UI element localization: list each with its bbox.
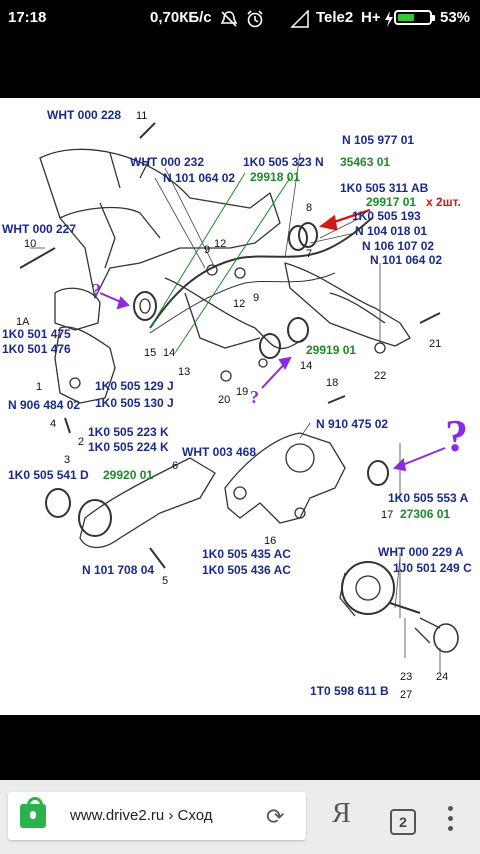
label-23: 23 xyxy=(400,671,413,683)
label-n910475: N 910 475 02 xyxy=(316,417,389,431)
label-n101064-b: N 101 064 02 xyxy=(370,253,443,267)
charging-icon xyxy=(385,11,393,27)
label-17: 17 xyxy=(381,509,394,521)
label-24: 24 xyxy=(436,671,449,683)
label-6: 6 xyxy=(172,460,179,472)
label-4: 4 xyxy=(50,418,57,430)
label-29918: 29918 01 xyxy=(250,170,301,184)
label-14-b: 14 xyxy=(300,360,313,372)
label-wht000229: WHT 000 229 A xyxy=(378,545,464,559)
question-mark-middle: ? xyxy=(250,387,259,407)
label-27306: 27306 01 xyxy=(400,507,451,521)
suspension-drawing xyxy=(19,122,459,673)
battery-fill xyxy=(398,14,414,21)
label-9: 9 xyxy=(204,244,211,256)
label-12-b: 12 xyxy=(233,298,246,310)
label-9-b: 9 xyxy=(253,292,260,304)
label-n906484: N 906 484 02 xyxy=(8,398,81,412)
question-mark-left: ? xyxy=(92,280,101,300)
label-22: 22 xyxy=(374,370,387,382)
status-time: 17:18 xyxy=(8,9,47,26)
overflow-menu-icon[interactable] xyxy=(448,806,454,836)
label-n104018: N 104 018 01 xyxy=(355,224,428,238)
label-18: 18 xyxy=(326,377,339,389)
label-1t0598611: 1T0 598 611 B xyxy=(310,684,389,698)
label-n101064-a: N 101 064 02 xyxy=(163,171,236,185)
label-1k0505223: 1K0 505 223 K xyxy=(88,425,169,439)
label-20: 20 xyxy=(218,394,231,406)
label-27: 27 xyxy=(400,689,413,701)
label-11: 11 xyxy=(136,110,148,122)
label-35463: 35463 01 xyxy=(340,155,391,169)
label-5: 5 xyxy=(162,575,169,587)
label-1k0501475: 1K0 501 475 xyxy=(2,327,71,341)
label-wht000232: WHT 000 232 xyxy=(130,155,205,169)
label-13: 13 xyxy=(178,366,191,378)
label-1k0505541: 1K0 505 541 D xyxy=(8,468,89,482)
alarm-off-icon xyxy=(220,11,238,27)
label-14-a: 14 xyxy=(163,347,176,359)
label-12-a: 12 xyxy=(214,238,227,250)
label-1k0505193: 1K0 505 193 xyxy=(352,209,421,223)
label-wht003468: WHT 003 468 xyxy=(182,445,257,459)
address-bar[interactable]: www.drive2.ru › Сход ⟳ xyxy=(8,792,306,840)
yandex-button[interactable]: Я xyxy=(332,798,351,829)
status-carrier: Tele2 xyxy=(316,9,354,26)
label-29920: 29920 01 xyxy=(103,468,154,482)
label-1k0505130: 1K0 505 130 J xyxy=(95,396,174,410)
label-1j0501249: 1J0 501 249 C xyxy=(393,561,472,575)
label-2: 2 xyxy=(78,436,85,448)
status-battery-percent: 53% xyxy=(440,9,471,26)
browser-toolbar: www.drive2.ru › Сход ⟳ Я 2 xyxy=(0,780,480,854)
reload-icon[interactable]: ⟳ xyxy=(266,804,285,829)
tabs-button[interactable]: 2 xyxy=(390,809,416,835)
status-net-speed: 0,70КБ/с xyxy=(150,9,212,26)
label-1k0501476: 1K0 501 476 xyxy=(2,342,71,356)
label-19: 19 xyxy=(236,386,249,398)
label-1k0505311: 1K0 505 311 AB xyxy=(340,181,429,195)
label-29919: 29919 01 xyxy=(306,343,357,357)
label-wht000227: WHT 000 227 xyxy=(2,222,77,236)
label-quantity-note: x 2шт. xyxy=(426,195,461,209)
label-1k0505435: 1K0 505 435 AC xyxy=(202,547,291,561)
question-mark-right: ? xyxy=(445,410,468,461)
label-8: 8 xyxy=(306,202,313,214)
label-wht000228: WHT 000 228 xyxy=(47,108,122,122)
label-n106107: N 106 107 02 xyxy=(362,239,435,253)
label-7: 7 xyxy=(306,248,313,260)
label-10: 10 xyxy=(24,238,37,250)
label-3: 3 xyxy=(64,454,71,466)
label-1k0505436: 1K0 505 436 AC xyxy=(202,563,291,577)
label-1k0505224: 1K0 505 224 K xyxy=(88,440,169,454)
label-1: 1 xyxy=(36,381,43,393)
clock-icon xyxy=(247,10,263,28)
label-1a: 1A xyxy=(16,316,30,328)
battery-icon xyxy=(394,10,435,25)
label-16: 16 xyxy=(264,535,277,547)
label-1k0505129: 1K0 505 129 J xyxy=(95,379,174,393)
signal-icon xyxy=(290,10,309,28)
label-1k0505323: 1K0 505 323 N xyxy=(243,155,324,169)
address-url: www.drive2.ru › Сход xyxy=(70,807,213,824)
label-29917: 29917 01 xyxy=(366,195,417,209)
label-n105977: N 105 977 01 xyxy=(342,133,415,147)
label-1k0505553: 1K0 505 553 A xyxy=(388,491,469,505)
label-n101708: N 101 708 04 xyxy=(82,563,155,577)
lock-icon xyxy=(20,797,46,828)
parts-diagram-image[interactable]: WHT 000 228 11 WHT 000 232 N 101 064 02 … xyxy=(0,98,480,715)
status-bar: 17:18 0,70КБ/с Tele2 H+ 53% xyxy=(0,0,480,36)
label-21: 21 xyxy=(429,338,442,350)
status-network-type: H+ xyxy=(361,9,381,26)
label-15: 15 xyxy=(144,347,157,359)
